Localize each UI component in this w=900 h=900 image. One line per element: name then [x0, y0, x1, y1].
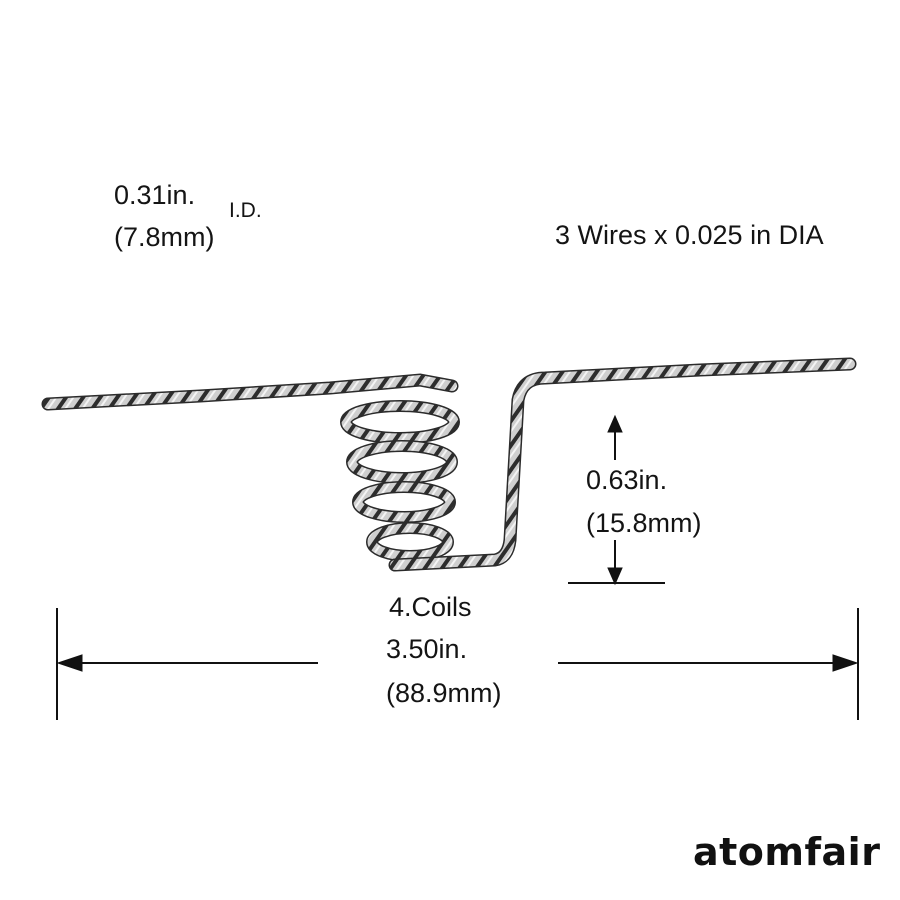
coils-label: 4.Coils	[389, 592, 472, 622]
coil-turns	[340, 400, 460, 562]
height-inches-label: 0.63in.	[586, 465, 668, 495]
height-dimension	[568, 414, 665, 586]
left-wire-lead	[41, 373, 459, 411]
length-inches-label: 3.50in.	[386, 634, 468, 664]
height-mm-label: (15.8mm)	[586, 508, 702, 538]
brand-logo: atomfair	[693, 830, 881, 874]
id-inches-label: 0.31in.	[114, 180, 196, 210]
wire-spec-label: 3 Wires x 0.025 in DIA	[555, 220, 824, 250]
right-wire-lead	[388, 357, 857, 572]
length-dimension	[56, 608, 859, 720]
id-abbrev-label: I.D.	[229, 199, 262, 222]
length-mm-label: (88.9mm)	[386, 678, 502, 708]
id-mm-label: (7.8mm)	[114, 222, 215, 252]
